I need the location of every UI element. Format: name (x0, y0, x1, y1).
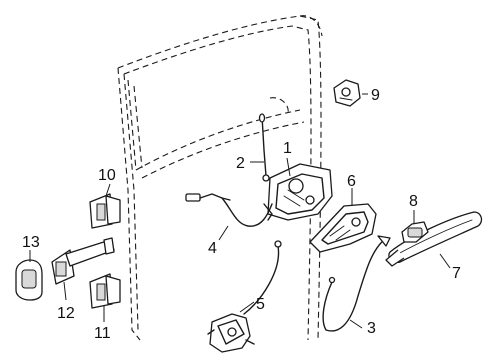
callout-6: 6 (347, 173, 356, 190)
door-striker (333, 79, 361, 107)
leader-lines (29, 93, 451, 329)
callout-13: 13 (22, 234, 40, 251)
callout-5: 5 (256, 296, 265, 313)
outside-door-handle (385, 211, 483, 267)
door-outline (117, 15, 323, 341)
callout-4: 4 (208, 240, 217, 257)
callout-11: 11 (94, 325, 111, 342)
callout-8: 8 (409, 193, 418, 210)
check-strap-seal (15, 259, 43, 301)
door-check-strap (51, 237, 115, 285)
inner-release-cable (185, 193, 273, 227)
callout-2: 2 (236, 155, 245, 172)
callout-7: 7 (452, 265, 461, 282)
outside-release-cable (322, 235, 391, 332)
callout-9: 9 (371, 87, 380, 104)
upper-hinge (89, 193, 121, 229)
callout-12: 12 (57, 305, 75, 322)
door-latch (263, 163, 333, 221)
lock-actuator (207, 240, 282, 353)
outside-handle-carrier (309, 203, 377, 253)
lock-rod (258, 113, 270, 182)
handle-cap (401, 221, 429, 243)
callout-10: 10 (98, 167, 116, 184)
callout-1: 1 (283, 140, 292, 157)
callout-3: 3 (367, 320, 376, 337)
lower-hinge (89, 273, 121, 309)
